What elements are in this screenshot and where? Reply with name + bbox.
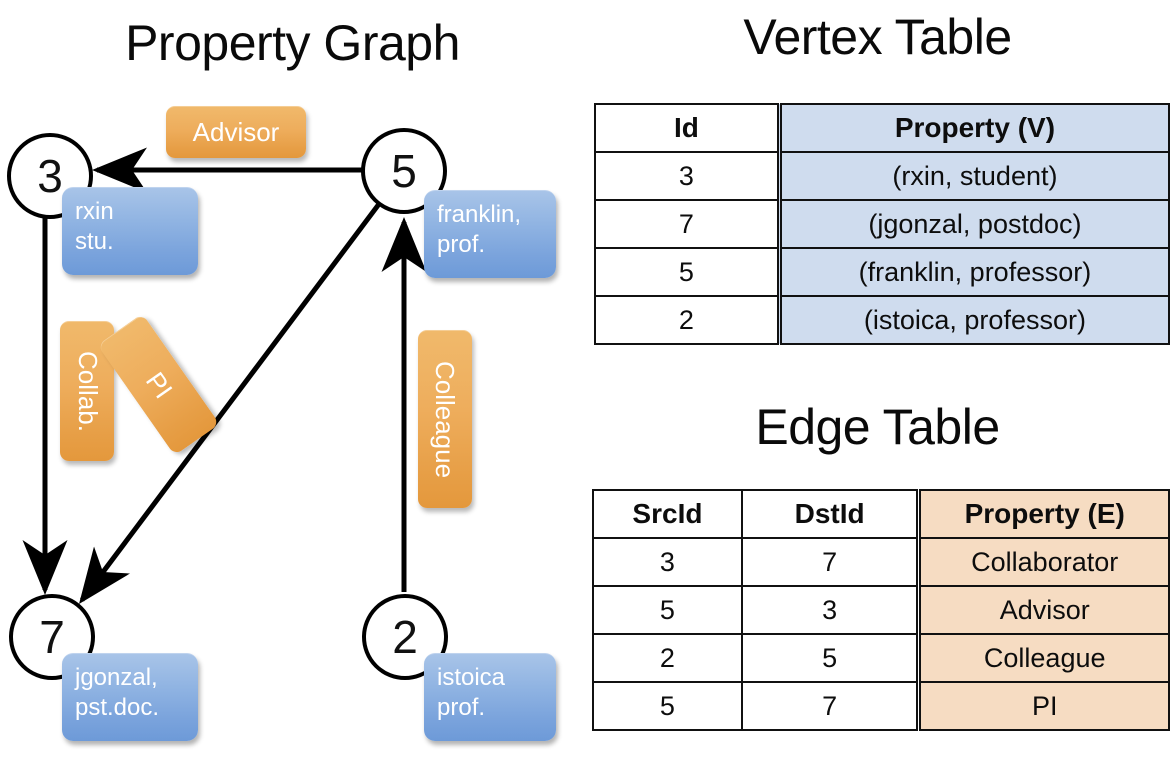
- edge-label-text: PI: [139, 365, 179, 404]
- edge-table-header-dstid: DstId: [740, 489, 920, 539]
- node-property-line: stu.: [75, 228, 114, 255]
- node-property-line: rxin: [75, 198, 114, 225]
- edge-cell-srcid: 3: [592, 537, 743, 587]
- edge-cell-srcid: 2: [592, 633, 743, 683]
- edge-cell-dstid: 5: [740, 633, 920, 683]
- node-property-line: pst.doc.: [75, 694, 160, 721]
- node-property-box-3: rxin stu.: [62, 187, 198, 275]
- vertex-table-header-property: Property (V): [776, 103, 1170, 153]
- table-row: 2 (istoica, professor): [593, 295, 1170, 345]
- node-property-line: jgonzal,: [75, 664, 158, 691]
- edge-label-text: Collab.: [72, 351, 103, 432]
- page-title-edge-table: Edge Table: [755, 399, 1000, 455]
- vertex-cell-property: (rxin, student): [776, 151, 1170, 201]
- edge-5-to-7: [79, 198, 384, 604]
- edge-cell-dstid: 3: [740, 585, 920, 635]
- vertex-cell-property: (istoica, professor): [776, 295, 1170, 345]
- edge-cell-srcid: 5: [592, 681, 743, 731]
- table-row: 2 5 Colleague: [592, 633, 1170, 683]
- node-property-box-5: franklin, prof.: [424, 190, 556, 278]
- edge-label-text: Colleague: [430, 360, 461, 479]
- edge-label-text: Advisor: [192, 117, 280, 147]
- table-row: 5 3 Advisor: [592, 585, 1170, 635]
- node-property-line: prof.: [437, 231, 486, 258]
- vertex-cell-id: 3: [593, 151, 781, 201]
- edge-cell-property: Collaborator: [916, 537, 1170, 587]
- vertex-cell-id: 2: [593, 295, 781, 345]
- vertex-cell-id: 7: [593, 199, 781, 249]
- edge-cell-property: PI: [916, 681, 1170, 731]
- node-property-line: istoica: [437, 664, 506, 691]
- property-graph-canvas: 3 5 7 2 rxin stu. franklin, prof. jgonza…: [7, 106, 556, 741]
- vertex-table-header-id: Id: [593, 103, 781, 153]
- edge-table-header-srcid: SrcId: [592, 489, 743, 539]
- table-header-row: SrcId DstId Property (E): [592, 489, 1170, 539]
- node-property-box-2: istoica prof.: [424, 653, 556, 741]
- graph-node-2[interactable]: 2: [362, 594, 448, 680]
- edge-cell-dstid: 7: [740, 681, 920, 731]
- edge-cell-dstid: 7: [740, 537, 920, 587]
- table-row: 5 7 PI: [592, 681, 1170, 731]
- vertex-cell-id: 5: [593, 247, 781, 297]
- edge-table-header-property: Property (E): [916, 489, 1170, 539]
- edge-label-colleague: Colleague: [418, 330, 472, 508]
- table-row: 3 7 Collaborator: [592, 537, 1170, 587]
- edge-cell-property: Advisor: [916, 585, 1170, 635]
- graph-node-5[interactable]: 5: [361, 128, 447, 214]
- table-row: 3 (rxin, student): [593, 151, 1170, 201]
- edge-cell-property: Colleague: [916, 633, 1170, 683]
- edge-label-advisor: Advisor: [166, 106, 306, 158]
- page-title-vertex-table: Vertex Table: [743, 9, 1012, 65]
- edge-cell-srcid: 5: [592, 585, 743, 635]
- vertex-cell-property: (jgonzal, postdoc): [776, 199, 1170, 249]
- node-property-line: prof.: [437, 694, 486, 721]
- table-row: 7 (jgonzal, postdoc): [593, 199, 1170, 249]
- page-title-property-graph: Property Graph: [125, 15, 460, 71]
- table-row: 5 (franklin, professor): [593, 247, 1170, 297]
- graph-edges-svg: [22, 147, 427, 604]
- edge-table: SrcId DstId Property (E) 3 7 Collaborato…: [592, 489, 1170, 731]
- node-property-line: franklin,: [437, 201, 522, 228]
- table-header-row: Id Property (V): [593, 103, 1170, 153]
- vertex-table: Id Property (V) 3 (rxin, student) 7 (jgo…: [593, 103, 1170, 345]
- node-property-box-7: jgonzal, pst.doc.: [62, 653, 198, 741]
- vertex-cell-property: (franklin, professor): [776, 247, 1170, 297]
